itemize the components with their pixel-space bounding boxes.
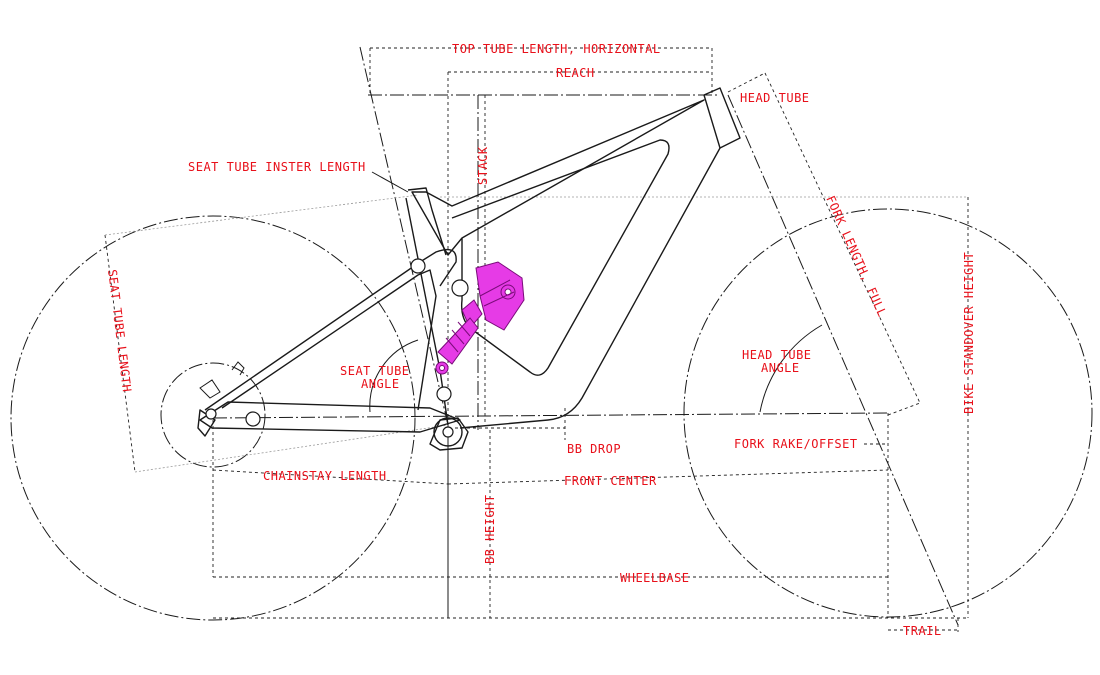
label-seat-tube-insert: SEAT TUBE INSTER LENGTH xyxy=(188,160,366,174)
steering-axis xyxy=(727,94,959,626)
axle-line xyxy=(212,412,889,419)
bb-axle xyxy=(442,426,454,438)
bottom-bracket xyxy=(433,417,463,447)
seat-tube-top xyxy=(407,187,447,256)
seat-tube-axis xyxy=(359,46,449,426)
label-fork-length: FORK LENGTH, FULL xyxy=(823,194,889,320)
label-head-tube-angle-line2: ANGLE xyxy=(761,361,800,375)
brake-mount xyxy=(231,361,245,376)
bb-shell xyxy=(429,417,469,451)
main-pivot xyxy=(451,279,469,297)
label-trail: TRAIL xyxy=(903,624,942,638)
label-seat-tube-length: SEAT TUBE LENGTH xyxy=(105,269,134,393)
label-bb-drop: BB DROP xyxy=(567,442,621,456)
label-seat-tube-angle-line1: SEAT TUBE xyxy=(340,364,410,378)
dim-seat-tube-length xyxy=(104,234,136,473)
label-bb-height: BB HEIGHT xyxy=(483,494,497,564)
top-tube xyxy=(411,99,705,256)
dim-front-center xyxy=(447,469,889,485)
lower-pivot xyxy=(436,386,452,402)
seat-tube-angle-arc xyxy=(369,339,419,413)
down-tube xyxy=(459,147,721,429)
rear-axle-pivot xyxy=(245,411,261,427)
front-triangle-inner xyxy=(451,139,670,376)
label-head-tube: HEAD TUBE xyxy=(740,91,810,105)
label-wheelbase: WHEELBASE xyxy=(620,571,690,585)
seat-stay-upper xyxy=(204,248,457,411)
head-tube xyxy=(703,87,741,149)
label-bike-standover: BIKE STANDOVER HEIGHT xyxy=(962,252,976,414)
label-front-center: FRONT CENTER xyxy=(564,474,657,488)
caliper-mount xyxy=(199,379,221,399)
seat-stay-lower xyxy=(221,269,437,411)
rocker-pivot xyxy=(410,258,426,274)
label-seat-tube-angle-line2: ANGLE xyxy=(361,377,400,391)
label-head-tube-angle-line1: HEAD TUBE xyxy=(742,348,812,362)
head-tube-angle-arc xyxy=(759,324,823,413)
rear-shock xyxy=(435,261,525,375)
dim-fork-length xyxy=(764,72,921,404)
label-top-tube-length: TOP TUBE LENGTH, HORIZONTAL xyxy=(452,42,661,56)
rear-wheel xyxy=(10,215,416,621)
label-fork-rake: FORK RAKE/OFFSET xyxy=(734,437,858,451)
rear-rotor xyxy=(160,362,266,468)
label-reach: REACH xyxy=(556,66,595,80)
rear-axle xyxy=(205,408,217,420)
label-stack: STACK xyxy=(476,146,490,185)
label-chainstay-length: CHAINSTAY LENGTH xyxy=(263,469,387,483)
